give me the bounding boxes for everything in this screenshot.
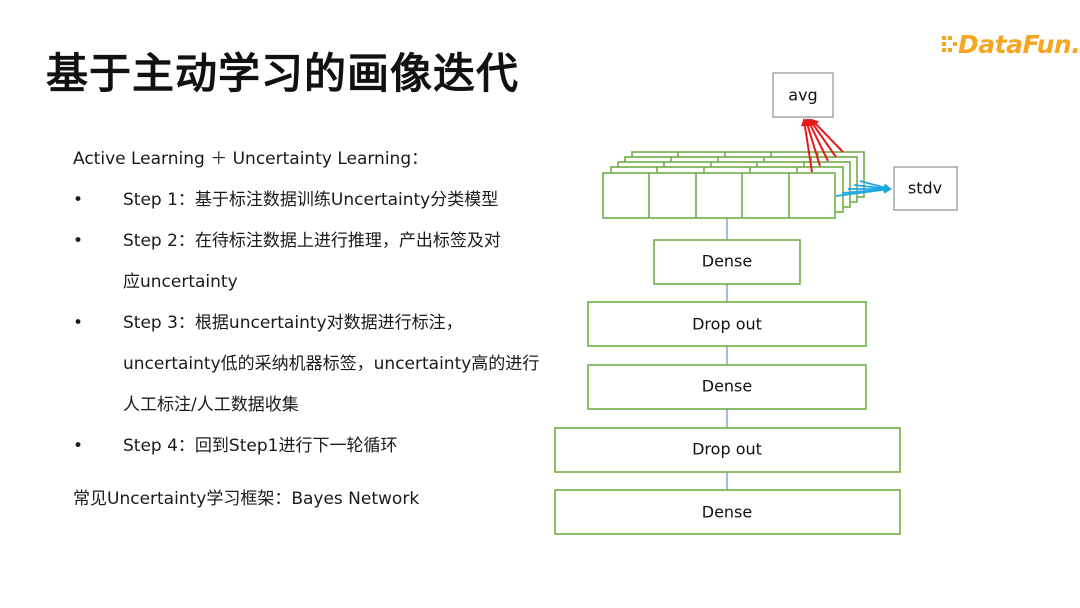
layer-dropout-1: Drop out xyxy=(587,301,867,347)
bullet-line: uncertainty低的采纳机器标签，uncertainty高的进行 xyxy=(123,354,540,374)
bullet-line: Step 2：在待标注数据上进行推理，产出标签及对 xyxy=(123,231,501,251)
content-heading: Active Learning ＋ Uncertainty Learning： xyxy=(73,149,429,169)
bullet-dot-icon: • xyxy=(73,313,84,333)
layer-label: Dense xyxy=(702,252,752,271)
avg-node: avg xyxy=(772,72,834,118)
stdv-node: stdv xyxy=(893,166,958,211)
layer-dense-3: Dense xyxy=(554,489,901,535)
bullet-line: Step 3：根据uncertainty对数据进行标注， xyxy=(123,313,463,333)
content-block: Active Learning ＋ Uncertainty Learning： … xyxy=(73,139,553,520)
avg-label: avg xyxy=(788,86,817,105)
avg-arrows xyxy=(800,118,844,173)
layer-dense-1: Dense xyxy=(653,239,801,285)
bullet-step-2: • Step 2：在待标注数据上进行推理，产出标签及对 应uncertainty xyxy=(73,221,553,303)
layer-dense-2: Dense xyxy=(587,364,867,410)
bullet-step-4: • Step 4：回到Step1进行下一轮循环 xyxy=(73,426,553,467)
framework-note: 常见Uncertainty学习框架：Bayes Network xyxy=(73,489,420,509)
bullet-line: Step 1：基于标注数据训练Uncertainty分类模型 xyxy=(123,190,499,210)
stdv-label: stdv xyxy=(908,179,942,198)
stdv-arrows xyxy=(835,180,892,197)
bullet-line: 人工标注/人工数据收集 xyxy=(123,395,299,415)
layer-label: Dense xyxy=(702,377,752,396)
bullet-dot-icon: • xyxy=(73,436,84,456)
bullet-step-3: • Step 3：根据uncertainty对数据进行标注， uncertain… xyxy=(73,303,553,426)
bullet-dot-icon: • xyxy=(73,231,84,251)
bullet-step-1: • Step 1：基于标注数据训练Uncertainty分类模型 xyxy=(73,180,553,221)
sample-stack xyxy=(602,151,865,219)
slide-title: 基于主动学习的画像迭代 xyxy=(46,49,520,98)
logo-text: DataFun. xyxy=(958,30,1080,59)
bullet-line: Step 4：回到Step1进行下一轮循环 xyxy=(123,436,398,456)
bullet-dot-icon: • xyxy=(73,190,84,210)
layer-label: Drop out xyxy=(692,315,762,334)
datafun-logo: DataFun. xyxy=(942,30,1080,59)
layer-dropout-2: Drop out xyxy=(554,427,901,473)
bullet-line: 应uncertainty xyxy=(123,272,238,292)
layer-label: Drop out xyxy=(692,440,762,459)
layer-label: Dense xyxy=(702,503,752,522)
logo-dots-icon xyxy=(942,35,957,52)
